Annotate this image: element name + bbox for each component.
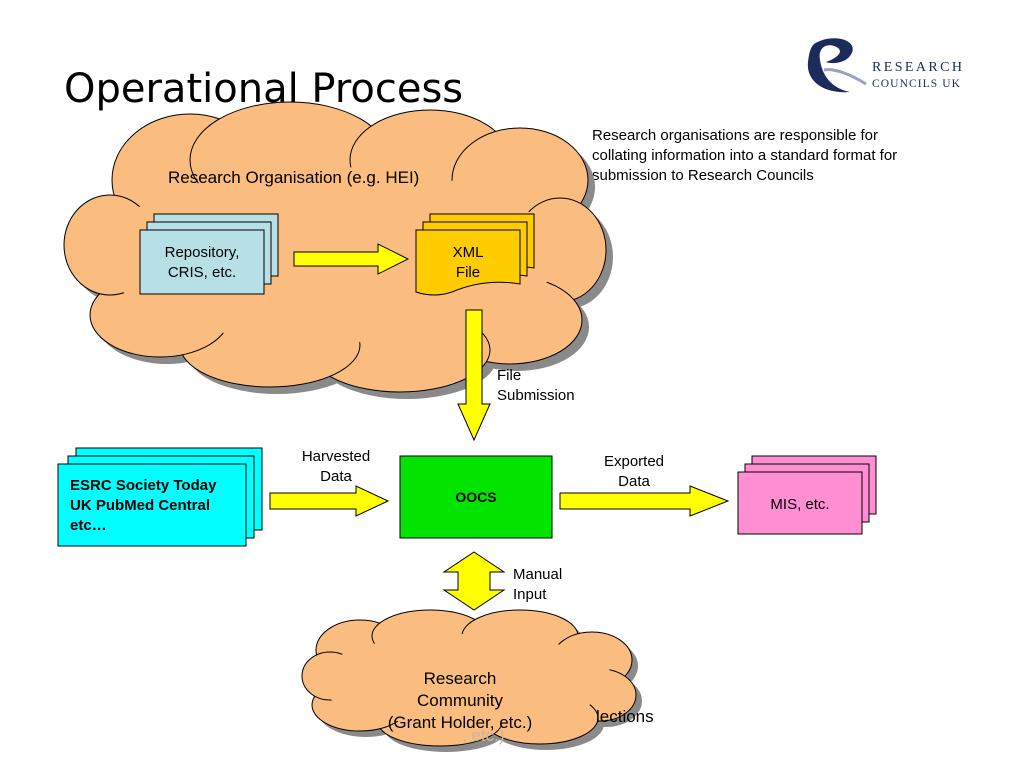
cloud-bottom-label-line3: (Grant Holder, etc.) <box>387 713 533 732</box>
logo-text-research: RESEARCH <box>872 60 965 75</box>
xml-file-label: XML File <box>416 243 520 283</box>
sources-label-line2: UK PubMed Central <box>70 497 211 514</box>
logo-emblem-icon <box>807 38 867 93</box>
manual-input-label-line2: Input <box>513 586 547 603</box>
sources-label-line1: ESRC Society Today <box>70 477 217 494</box>
cloud-bottom-label: Research Community (Grant Holder, etc.) <box>360 668 560 734</box>
xml-file-label-line2: File <box>455 264 481 281</box>
repository-label: Repository, CRIS, etc. <box>140 243 264 283</box>
repository-label-line2: CRIS, etc. <box>167 264 237 281</box>
harvested-data-label-line2: Data <box>320 468 352 485</box>
arrow-repo-to-xml <box>293 243 410 275</box>
cloud-bottom-fill <box>317 634 613 726</box>
exported-data-label-line1: Exported <box>603 453 665 470</box>
cloud-top-label: Research Organisation (e.g. HEI) <box>168 168 420 187</box>
exported-data-label: Exported Data <box>594 452 674 492</box>
harvested-data-label: Harvested Data <box>296 447 376 487</box>
cloud-bottom-label-line2: Community <box>417 691 503 710</box>
description-text: Research organisations are responsible f… <box>592 127 898 184</box>
oocs-label: OOCS <box>455 489 497 505</box>
xml-file-stack <box>415 213 535 296</box>
xml-file-label-line1: XML <box>452 244 484 261</box>
file-submission-label: File Submission <box>497 366 575 406</box>
sources-stack <box>57 447 263 547</box>
arrow-harvested <box>269 485 390 517</box>
research-councils-uk-logo: RESEARCH COUNCILS UK <box>800 34 970 96</box>
file-submission-label-line2: Submission <box>497 387 575 404</box>
arrow-exported <box>559 485 730 517</box>
file-submission-label-line1: File <box>497 367 522 384</box>
logo-text-councils: COUNCILS UK <box>872 78 962 90</box>
arrow-manual-input <box>442 551 506 611</box>
arrow-file-submission <box>457 309 491 442</box>
manual-input-label-line1: Manual <box>513 566 563 583</box>
sources-label-line3: etc… <box>70 517 107 534</box>
manual-input-label: Manual Input <box>513 565 562 605</box>
harvested-data-label-line1: Harvested <box>301 448 371 465</box>
hidden-behind-text: lections <box>596 707 654 726</box>
repository-label-line1: Repository, <box>164 244 240 261</box>
oocs-box <box>399 455 553 539</box>
repository-stack <box>139 213 279 295</box>
mis-stack <box>737 455 877 535</box>
sources-label: ESRC Society Today UK PubMed Central etc… <box>70 476 216 536</box>
exported-data-label-line2: Data <box>618 473 650 490</box>
ghost-text: , etc.) <box>462 726 505 745</box>
mis-label: MIS, etc. <box>770 496 830 513</box>
cloud-bottom-label-line1: Research <box>423 669 497 688</box>
